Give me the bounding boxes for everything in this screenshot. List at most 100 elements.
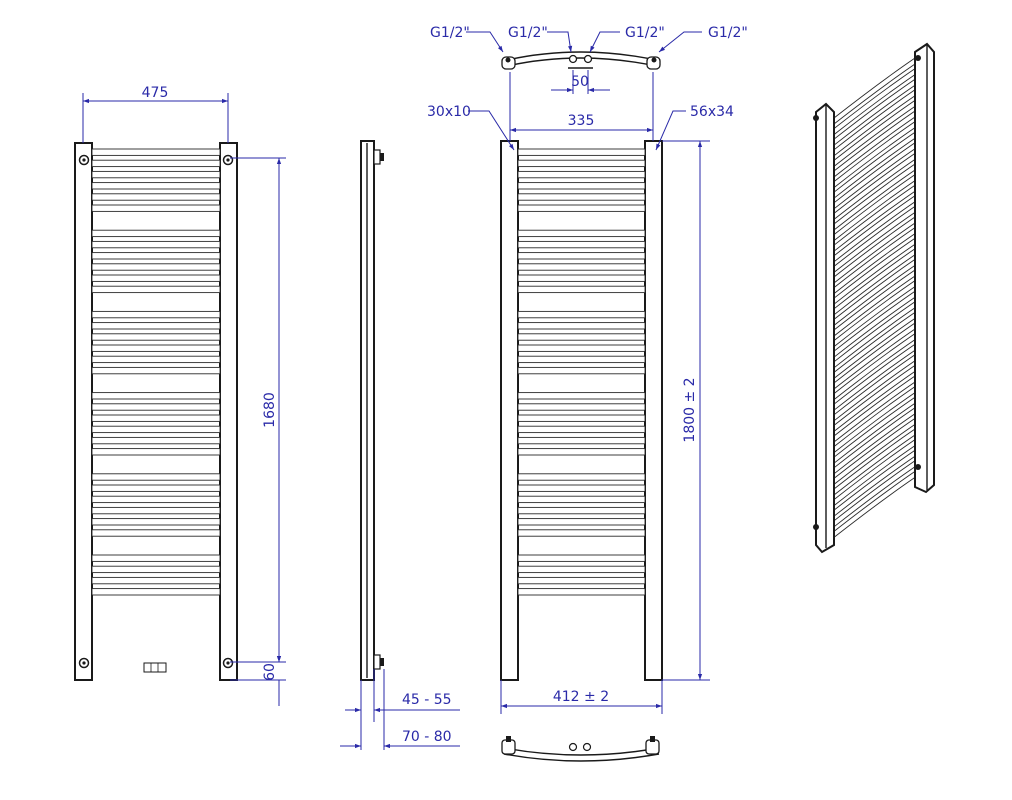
front-bar: [91, 252, 221, 260]
front-bar: [91, 170, 221, 179]
rear-bar: [517, 148, 646, 156]
rear-bar: [517, 263, 646, 271]
valve-icon: [143, 662, 167, 673]
front-bar: [91, 159, 221, 168]
dim-label: 50: [571, 74, 589, 90]
bracket-tip-icon: [380, 658, 384, 666]
front-view: 475 1680 60: [74, 85, 286, 706]
rear-bar: [517, 484, 646, 492]
front-bar: [91, 576, 221, 585]
mount-hole-center-icon: [82, 661, 86, 665]
rear-bar: [517, 425, 646, 434]
connection-icon: [568, 54, 578, 64]
pipe-cap-icon: [645, 739, 660, 755]
front-bar: [91, 565, 221, 574]
front-bar: [91, 182, 221, 190]
front-bar: [91, 240, 221, 249]
dim-label: 1680: [262, 392, 278, 428]
front-bar: [91, 518, 221, 526]
bracket-icon: [373, 654, 381, 670]
perspective-bars: [833, 57, 916, 539]
mount-hole-icon: [915, 464, 921, 470]
rear-bar: [517, 495, 646, 504]
front-bar: [91, 473, 221, 481]
rear-bars: [517, 148, 646, 596]
front-bar: [91, 414, 221, 422]
rear-bar: [517, 576, 646, 585]
rear-bar: [517, 355, 646, 364]
dim-label: 70 - 80: [402, 729, 452, 745]
front-bar: [91, 588, 221, 596]
perspective-view: [813, 42, 935, 554]
rear-bar: [517, 554, 646, 562]
mount-hole-center-icon: [226, 661, 230, 665]
rear-view: G1/2" G1/2" G1/2" G1/2" 50 335 30x10: [427, 25, 748, 762]
rear-bar: [517, 366, 646, 375]
dim-total-height: 1800 ± 2: [662, 140, 710, 681]
front-bars: [91, 148, 221, 596]
rear-bar: [517, 565, 646, 574]
dim-side-depth: 45 - 55 70 - 80: [340, 669, 460, 750]
rear-bar: [517, 159, 646, 168]
front-left-post: [74, 142, 93, 681]
dim-pipe-distance: 335: [509, 72, 654, 141]
top-plan-view: [501, 51, 661, 70]
rear-bar: [517, 285, 646, 294]
front-bar: [91, 554, 221, 562]
rear-bar: [517, 252, 646, 260]
connection-icon: [506, 736, 511, 742]
side-view: 45 - 55 70 - 80: [340, 140, 460, 750]
bottom-plan-view: [501, 736, 660, 762]
dim-front-width: 475: [82, 85, 229, 143]
rear-bar: [517, 240, 646, 249]
front-bar: [91, 333, 221, 341]
front-right-post: [219, 142, 238, 681]
rear-bar: [517, 204, 646, 212]
dim-label: 45 - 55: [402, 692, 452, 708]
front-bar: [91, 403, 221, 411]
front-bar: [91, 506, 221, 515]
dim-total-width: 412 ± 2: [500, 680, 663, 714]
rear-bar: [517, 588, 646, 596]
connection-icon: [568, 742, 578, 752]
dim-label: 335: [568, 113, 595, 129]
rear-bar: [517, 529, 646, 537]
pipe-cap-icon: [501, 739, 516, 755]
rear-left-post: [500, 140, 519, 681]
front-bar: [91, 263, 221, 271]
rear-bar: [517, 436, 646, 445]
perspective-left-post: [815, 102, 835, 554]
mount-hole-icon: [813, 115, 819, 121]
connection-icon: [651, 57, 657, 63]
bracket-tip-icon: [380, 153, 384, 161]
front-bar: [91, 204, 221, 212]
rear-bar: [517, 182, 646, 190]
rear-bar: [517, 344, 646, 352]
bracket-icon: [373, 149, 381, 165]
rear-bar: [517, 414, 646, 422]
connection-icon: [650, 736, 655, 742]
dim-label: G1/2": [708, 25, 748, 41]
rear-bar: [517, 193, 646, 201]
rear-bar: [517, 170, 646, 179]
rear-bar: [517, 518, 646, 526]
front-bar: [91, 448, 221, 456]
rear-bar: [517, 473, 646, 481]
dim-label: 56x34: [690, 104, 734, 120]
front-bar: [91, 148, 221, 156]
rear-bar: [517, 506, 646, 515]
front-bar: [91, 322, 221, 330]
dim-label: 30x10: [427, 104, 471, 120]
connection-icon: [582, 742, 592, 752]
connection-labels: G1/2" G1/2" G1/2" G1/2": [430, 25, 748, 53]
front-bar: [91, 193, 221, 201]
mount-hole-center-icon: [226, 158, 230, 162]
dim-label: G1/2": [430, 25, 470, 41]
rear-bar: [517, 403, 646, 411]
front-bar: [91, 484, 221, 492]
rear-bar: [517, 322, 646, 330]
mount-hole-center-icon: [82, 158, 86, 162]
front-bar: [91, 425, 221, 434]
front-bar: [91, 274, 221, 282]
